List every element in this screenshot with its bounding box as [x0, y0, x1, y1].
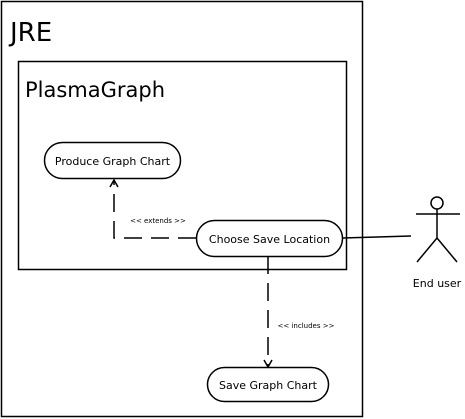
extends-connector	[109, 178, 196, 239]
use-case-save-graph-chart-label: Save Graph Chart	[219, 379, 318, 392]
extends-label: << extends >>	[130, 217, 186, 225]
actor-left-leg	[416, 237, 438, 263]
actor-label: End user	[413, 277, 462, 290]
use-case-produce-graph-chart	[43, 141, 182, 180]
use-case-produce-graph-chart-label: Produce Graph Chart	[55, 155, 171, 168]
actor-right-leg	[436, 237, 458, 263]
use-case-save-graph-chart	[206, 366, 330, 403]
plasmagraph-label: PlasmaGraph	[25, 78, 165, 102]
actor-end-user	[416, 196, 460, 263]
includes-label: << includes >>	[278, 322, 335, 330]
use-case-choose-save-location-label: Choose Save Location	[209, 233, 330, 246]
actor-association	[341, 235, 412, 239]
use-case-choose-save-location	[195, 219, 344, 258]
actor-head	[430, 196, 444, 210]
jre-label: JRE	[8, 18, 52, 48]
